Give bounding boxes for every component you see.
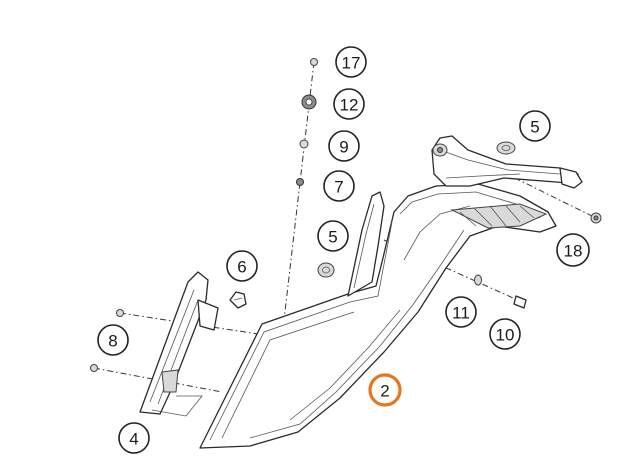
hardware-items [90,58,602,372]
callout-17: 17 [335,46,367,78]
callout-label: 6 [237,258,246,277]
callout-label: 12 [340,96,359,115]
callout-label: 10 [496,326,515,345]
callout-11: 11 [445,296,477,328]
side-cover-part [199,183,557,449]
callout-label: 18 [564,242,583,261]
callout-label: 9 [339,138,348,157]
rear-bracket-part [431,135,583,189]
callout-label: 2 [380,382,389,401]
callout-label: 8 [108,332,117,351]
callout-6: 6 [226,250,258,282]
callout-4: 4 [118,422,150,454]
callout-label: 17 [342,54,361,73]
callout-10: 10 [489,318,521,350]
callout-5-lower: 5 [317,220,349,252]
callout-label: 4 [129,430,138,449]
callout-label: 5 [328,228,337,247]
callout-label: 7 [334,178,343,197]
callout-2-highlighted: 2 [368,373,402,407]
callout-18: 18 [556,233,590,267]
front-strip-part [139,271,219,417]
callout-7: 7 [323,170,355,202]
callout-9: 9 [328,130,360,162]
callout-label: 11 [452,304,470,323]
callout-5-upper: 5 [519,110,551,142]
callout-label: 5 [530,118,539,137]
callout-8: 8 [97,324,129,356]
callout-12: 12 [333,88,365,120]
